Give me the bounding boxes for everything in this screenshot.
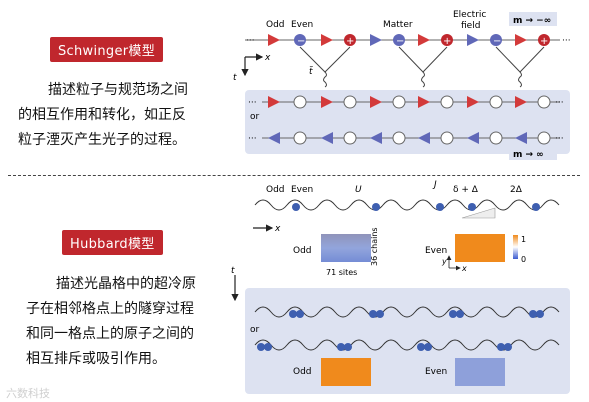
atom — [532, 203, 540, 211]
odd-result-heatmap — [321, 358, 371, 386]
hubbard-label-delta: δ + Δ — [453, 185, 479, 195]
svg-text:···: ··· — [248, 98, 257, 108]
electric-field-triangle — [467, 34, 479, 46]
schwinger-desc-line: 粒子湮灭产生光子的过程。 — [18, 132, 186, 148]
svg-text:+: + — [540, 36, 548, 47]
hubbard-label-y: y — [441, 257, 447, 266]
schwinger-label-matter: Matter — [383, 20, 413, 30]
hubbard-bottom-odd-label: Odd — [293, 367, 312, 377]
electric-field-triangle — [418, 34, 430, 46]
even-result-heatmap — [455, 358, 505, 386]
hubbard-label-U: U — [355, 185, 362, 195]
optical-lattice-odd — [254, 306, 560, 318]
hubbard-label-or: or — [250, 325, 260, 335]
schwinger-desc-line: 的相互作用和转化，如正反 — [18, 107, 186, 123]
schwinger-label-or: or — [250, 112, 260, 122]
schwinger-label-even: Even — [291, 20, 313, 30]
electric-field-triangle — [515, 34, 527, 46]
hubbard-bottom-even-label: Even — [425, 367, 447, 377]
even-heatmap — [455, 234, 505, 262]
svg-text:···: ··· — [555, 134, 564, 144]
svg-text:+: + — [443, 36, 451, 47]
hubbard-desc-line: 和同一格点上的原子之间的 — [26, 326, 194, 342]
electric-field-triangle — [321, 34, 333, 46]
hubbard-label-chains: 36 chains — [370, 227, 379, 266]
schwinger-model-tag: Schwinger模型 — [50, 37, 164, 62]
hubbard-label-odd: Odd — [266, 185, 285, 195]
chain-dots: ··· — [562, 36, 571, 46]
hubbard-label-J: J — [432, 180, 437, 190]
hubbard-label-t: t — [231, 266, 235, 276]
schwinger-label-t: t — [233, 73, 237, 83]
particle-plus — [538, 34, 550, 46]
particle-plus — [344, 34, 356, 46]
atom — [292, 203, 300, 211]
hubbard-desc-line: 相互排斥或吸引作用。 — [26, 351, 166, 367]
hubbard-model-tag: Hubbard模型 — [62, 230, 163, 255]
schwinger-label-m-top: m → −∞ — [513, 16, 551, 26]
svg-text:−: − — [297, 36, 305, 47]
particle-plus — [441, 34, 453, 46]
schwinger-label-m-bottom: m → ∞ — [513, 150, 544, 160]
hubbard-desc-line: 描述光晶格中的超冷原 — [56, 276, 196, 292]
electric-field-triangle — [370, 34, 382, 46]
m-top-box — [509, 12, 557, 26]
tilt-wedge — [461, 207, 496, 219]
atom — [468, 203, 476, 211]
schwinger-label-ttilde: t̃ — [309, 65, 314, 77]
schwinger-description: 描述粒子与规范场之间 的相互作用和转化，如正反 粒子湮灭产生光子的过程。 — [18, 78, 248, 153]
schwinger-label-electric: Electric — [453, 10, 486, 20]
watermark: 六数科技 — [6, 387, 50, 400]
hubbard-description: 描述光晶格中的超冷原 子在相邻格点上的隧穿过程 和同一格点上的原子之间的 相互排… — [26, 272, 254, 372]
svg-text:···: ··· — [248, 134, 257, 144]
hubbard-label-even: Even — [291, 185, 313, 195]
colorbar — [513, 235, 518, 259]
colorbar-max: 1 — [521, 235, 526, 244]
hubbard-panel-odd-label: Odd — [293, 246, 312, 256]
svg-text:···: ··· — [555, 98, 564, 108]
schwinger-label-odd: Odd — [266, 20, 285, 30]
section-divider — [8, 175, 580, 176]
optical-lattice-top — [254, 199, 560, 211]
hubbard-label-x: x — [274, 224, 281, 234]
particle-minus — [393, 34, 405, 46]
hubbard-result-panel — [245, 288, 570, 394]
colorbar-min: 0 — [521, 255, 526, 264]
schwinger-label-field: field — [461, 21, 480, 31]
electric-field-triangle — [268, 34, 280, 46]
atom — [372, 203, 380, 211]
schwinger-desc-line: 描述粒子与规范场之间 — [48, 82, 188, 98]
svg-text:+: + — [346, 36, 354, 47]
hubbard-label-sites: 71 sites — [326, 268, 357, 277]
particle-minus — [490, 34, 502, 46]
m-bottom-box — [509, 146, 557, 160]
atom — [436, 203, 444, 211]
schwinger-label-x: x — [264, 53, 271, 63]
svg-text:x: x — [461, 264, 467, 273]
hubbard-label-2delta: 2Δ — [510, 185, 523, 195]
hubbard-panel-even-label: Even — [425, 246, 447, 256]
interaction-vertices — [299, 46, 545, 88]
particle-minus — [294, 34, 306, 46]
svg-text:−: − — [396, 36, 404, 47]
svg-text:−: − — [493, 36, 501, 47]
hubbard-desc-line: 子在相邻格点上的隧穿过程 — [26, 301, 194, 317]
chain-dots: ··· — [246, 36, 255, 46]
